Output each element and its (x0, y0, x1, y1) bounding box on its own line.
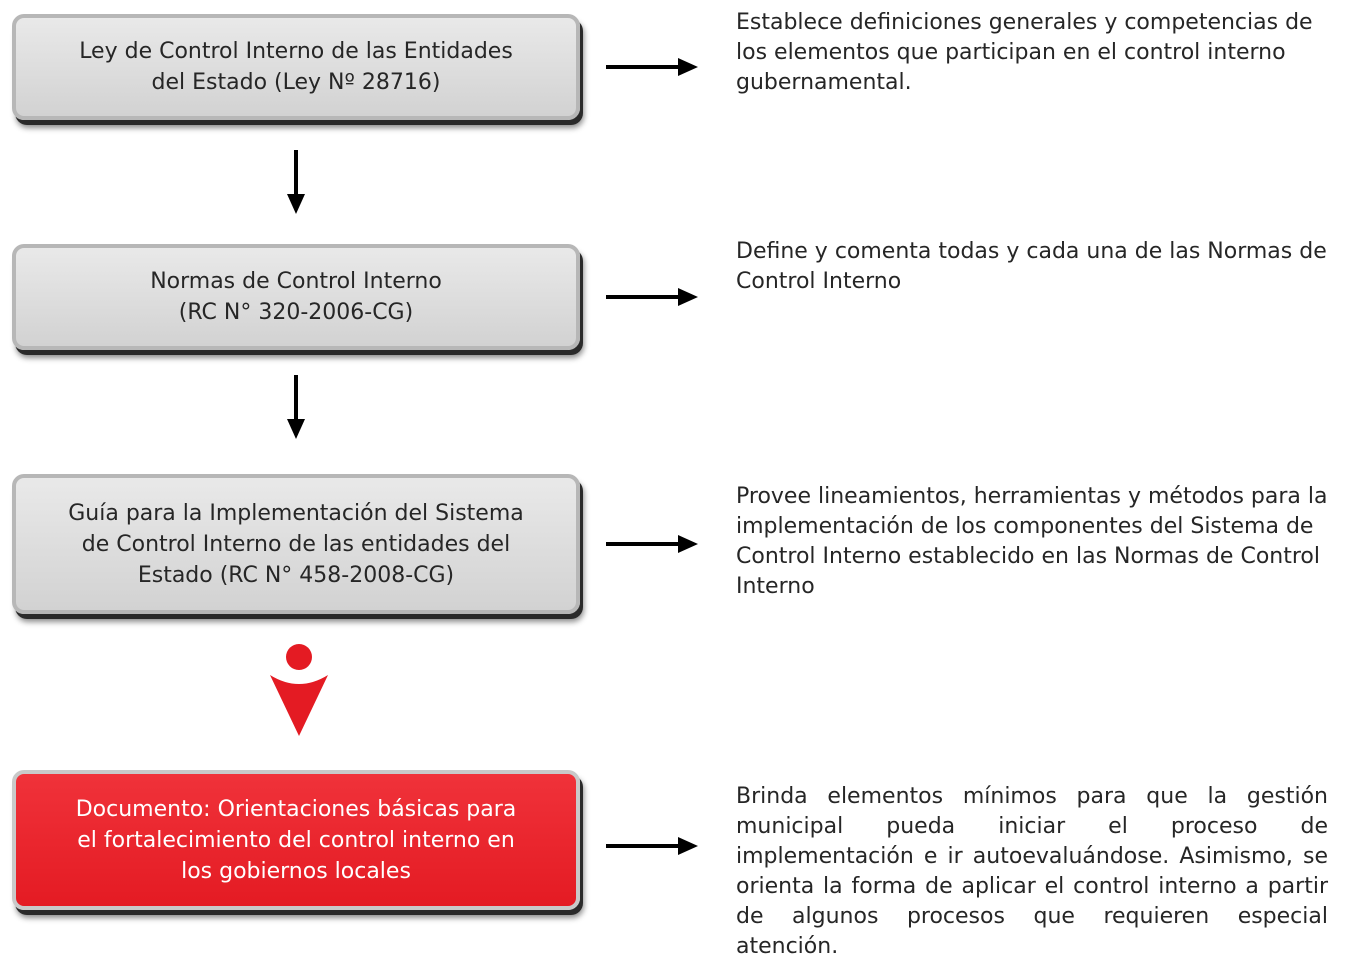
right-arrow-icon (606, 58, 698, 76)
right-arrow-icon (606, 535, 698, 553)
flow-box-line: Documento: Orientaciones básicas para (75, 796, 517, 822)
flow-box-line: Guía para la Implementación del Sistema (68, 500, 524, 526)
flow-box-guia: Guía para la Implementación del Sistema … (12, 474, 580, 614)
flow-box-line: de Control Interno de las entidades del (81, 531, 511, 557)
description-ley: Establece definiciones generales y compe… (736, 10, 1313, 95)
down-arrow-icon (287, 150, 305, 214)
flow-box-label: Documento: Orientaciones básicas para el… (76, 794, 517, 887)
person-marker-icon (270, 644, 328, 736)
flow-box-line: del Estado (Ley Nº 28716) (151, 70, 441, 95)
flow-box-documento: Documento: Orientaciones básicas para el… (12, 770, 580, 910)
description-documento: Brinda elementos mínimos para que la ges… (736, 784, 1328, 959)
flow-box-line: Ley de Control Interno de las Entidades (79, 39, 513, 64)
right-arrow-icon (606, 837, 698, 855)
description-guia: Provee lineamientos, herramientas y méto… (736, 484, 1328, 599)
flow-box-label: Normas de Control Interno (RC N° 320-200… (150, 266, 442, 328)
flow-box-label: Ley de Control Interno de las Entidades … (79, 36, 513, 98)
description-normas: Define y comenta todas y cada una de las… (736, 239, 1327, 294)
flow-box-line: los gobiernos locales (181, 858, 411, 884)
flow-box-line: Estado (RC N° 458-2008-CG) (137, 562, 455, 588)
flow-box-normas: Normas de Control Interno (RC N° 320-200… (12, 244, 580, 350)
down-arrow-icon (287, 375, 305, 439)
flow-box-line: (RC N° 320-2006-CG) (178, 300, 414, 325)
flow-box-ley: Ley de Control Interno de las Entidades … (12, 14, 580, 120)
flow-box-label: Guía para la Implementación del Sistema … (68, 498, 524, 591)
right-arrow-icon (606, 288, 698, 306)
flow-box-line: el fortalecimiento del control interno e… (77, 827, 515, 853)
flow-box-line: Normas de Control Interno (150, 269, 442, 294)
